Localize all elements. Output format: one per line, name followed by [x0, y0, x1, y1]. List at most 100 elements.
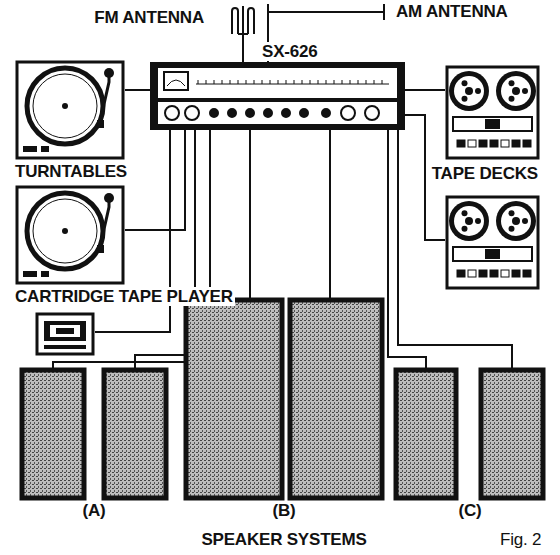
- reel-hole: [462, 96, 468, 102]
- reel: [496, 201, 536, 241]
- control-strip: [158, 102, 397, 124]
- reel-hole: [509, 96, 515, 102]
- label-holder: FM ANTENNA: [92, 8, 206, 28]
- tonearm: [100, 72, 109, 122]
- platter: [27, 68, 103, 144]
- head-panel: [453, 117, 532, 131]
- reel-hole: [509, 226, 515, 232]
- receiver-knob: [264, 109, 272, 117]
- turntable-wire: [125, 130, 185, 230]
- reel-hole: [509, 80, 515, 86]
- dial-tick: [270, 80, 271, 84]
- receiver-knob: [322, 109, 330, 117]
- dial-tick: [222, 80, 223, 84]
- tonearm: [100, 197, 109, 247]
- reel-hole: [475, 88, 481, 94]
- deck-button: [512, 270, 520, 277]
- dial-tick: [246, 80, 247, 84]
- signal-cable: [405, 89, 445, 91]
- label-holder: TAPE DECKS: [430, 164, 540, 184]
- spindle: [62, 228, 68, 234]
- dial-scale: [196, 84, 389, 85]
- device-label: FM ANTENNA: [92, 8, 206, 27]
- dial-tick: [342, 80, 343, 84]
- am-antenna-drawing: [262, 4, 390, 20]
- speaker-box: [22, 370, 84, 498]
- head-panel: [453, 247, 532, 261]
- spindle: [62, 103, 68, 109]
- label-holder: CARTRIDGE TAPE PLAYER: [13, 287, 235, 307]
- device-label: AM ANTENNA: [394, 2, 510, 21]
- speaker-box: [481, 370, 543, 498]
- signal-cable: [125, 89, 150, 91]
- reel-hub: [465, 217, 473, 225]
- deck-button: [512, 140, 520, 147]
- dial-tick: [278, 80, 279, 84]
- deck-button: [479, 140, 487, 147]
- speaker-box: [104, 370, 166, 498]
- dial-tick: [198, 80, 199, 84]
- receiver-knob: [282, 109, 290, 117]
- device-label: CARTRIDGE TAPE PLAYER: [13, 287, 235, 306]
- dial-tick: [230, 80, 231, 84]
- signal-cable: [242, 42, 244, 62]
- label-holder: SX-626: [260, 42, 320, 62]
- deck-button: [490, 270, 498, 277]
- receiver-knob: [165, 106, 179, 120]
- dial-tick: [214, 80, 215, 84]
- dial-tick: [206, 80, 207, 84]
- device-label: TURNTABLES: [13, 162, 129, 181]
- reel-hole: [475, 218, 481, 224]
- cartridge-head: [97, 245, 104, 253]
- dial-tick: [310, 80, 311, 84]
- label-holder: (C): [457, 501, 484, 521]
- dial-tick: [262, 80, 263, 84]
- dial-tick: [366, 80, 367, 84]
- label-holder: Fig. 2: [498, 530, 543, 550]
- reel-hub: [512, 87, 520, 95]
- cartridge-label: [56, 328, 74, 334]
- reel-hole: [462, 226, 468, 232]
- dipole-element: [232, 8, 238, 34]
- control: [41, 146, 49, 152]
- receiver-drawing: [150, 62, 405, 130]
- reel: [449, 201, 489, 241]
- dial-tick: [350, 80, 351, 84]
- receiver-knob: [365, 106, 379, 120]
- cartridge-head: [97, 120, 104, 128]
- head-block: [485, 249, 500, 259]
- dial-tick: [294, 80, 295, 84]
- dial-tick: [334, 80, 335, 84]
- tonearm-pivot: [104, 193, 114, 203]
- turntable-base: [17, 187, 123, 283]
- control: [23, 271, 37, 277]
- deck-button: [501, 140, 509, 147]
- receiver-knob: [210, 109, 218, 117]
- deck-button: [468, 270, 476, 277]
- speaker-group-label: (B): [271, 501, 298, 520]
- deck-button: [479, 270, 487, 277]
- dial-panel: [158, 68, 397, 98]
- speaker-box: [186, 300, 282, 498]
- group-caption: SPEAKER SYSTEMS: [199, 530, 368, 549]
- receiver-knob: [228, 109, 236, 117]
- tape-deck: TAPE DECKS: [445, 65, 540, 160]
- cartridge-slot: [44, 321, 86, 341]
- turntable-base: [17, 62, 123, 158]
- cartridge-tape-player: CARTRIDGE TAPE PLAYER: [35, 312, 95, 356]
- cartridge-tape-player-drawing: [35, 312, 95, 356]
- receiver-knob: [185, 106, 199, 120]
- am-antenna: AM ANTENNA: [262, 4, 390, 20]
- record: [33, 74, 97, 138]
- cartridge: [50, 325, 80, 337]
- reel-face: [501, 76, 531, 106]
- receiver-knob: [246, 109, 254, 117]
- tonearm-pivot: [104, 68, 114, 78]
- label-holder: SPEAKER SYSTEMS: [199, 530, 368, 550]
- speaker-wire: [388, 130, 426, 370]
- reel-hub: [465, 87, 473, 95]
- reel-face: [454, 76, 484, 106]
- platter: [27, 193, 103, 269]
- receiver: SX-626: [150, 62, 405, 130]
